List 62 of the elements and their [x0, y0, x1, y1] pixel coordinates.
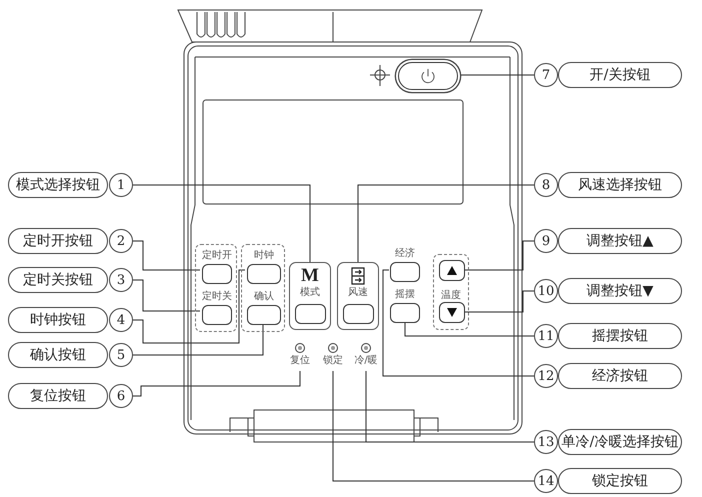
- callout-number: 6: [109, 384, 133, 408]
- key-label: 时钟: [254, 250, 274, 262]
- indicator-label: 冷/暖: [354, 355, 378, 367]
- leader-line: [132, 184, 310, 262]
- callout-number: 3: [109, 268, 133, 292]
- callout-label: 定时开按钮: [8, 228, 108, 254]
- callout-label: 开/关按钮: [558, 62, 682, 88]
- dashed-button-group: [433, 254, 469, 330]
- key-label: 定时开: [202, 250, 232, 262]
- callout-number: 8: [534, 173, 558, 197]
- callout-number: 4: [109, 308, 133, 332]
- callout-label: 摇摆按钮: [558, 323, 682, 349]
- mode-symbol: M: [301, 266, 319, 286]
- callout-label: 锁定按钮: [558, 468, 682, 494]
- leader-line: [382, 270, 534, 376]
- callout-number: 11: [534, 324, 558, 348]
- leader-line: [464, 290, 534, 312]
- leader-line: [464, 240, 534, 270]
- key-label: 摇摆: [395, 289, 415, 301]
- key-label: 风速: [348, 286, 368, 299]
- down-button: [439, 302, 465, 323]
- power-button: [398, 62, 458, 90]
- leader-line: [132, 240, 200, 270]
- dashed-button-group: [241, 244, 285, 332]
- callout-number: 1: [109, 173, 133, 197]
- callout-label: 风速选择按钮: [558, 172, 682, 198]
- callout-label: 复位按钮: [8, 383, 108, 409]
- key-label: 经济: [395, 248, 415, 260]
- callout-label: 经济按钮: [558, 363, 682, 389]
- leader-line: [132, 270, 246, 344]
- indicator-label: 锁定: [323, 355, 343, 367]
- callout-number: 7: [534, 63, 558, 87]
- callout-label: 时钟按钮: [8, 307, 108, 333]
- key-label: 定时关: [202, 291, 232, 303]
- leader-line: [404, 322, 534, 336]
- leader-line: [332, 370, 534, 482]
- leader-line: [132, 280, 200, 312]
- key-label: 温度: [440, 288, 462, 302]
- callout-number: 14: [534, 469, 558, 493]
- up-button: [439, 260, 465, 281]
- leader-line: [366, 370, 534, 442]
- callout-number: 13: [534, 430, 558, 454]
- key-label: 模式: [300, 286, 320, 299]
- callout-label: 调整按钮▲: [558, 228, 682, 254]
- callout-label: 调整按钮▼: [558, 278, 682, 304]
- callout-label: 单冷/冷暖选择按钮: [558, 429, 682, 455]
- key-label: 确认: [254, 291, 274, 303]
- callout-label: 定时关按钮: [8, 267, 108, 293]
- leader-line: [358, 184, 534, 262]
- button-panel: [289, 262, 331, 330]
- callout-number: 9: [534, 229, 558, 253]
- button-panel: [337, 262, 379, 330]
- callout-number: 10: [534, 279, 558, 303]
- callout-number: 2: [109, 229, 133, 253]
- leader-line: [132, 370, 300, 396]
- leader-line: [132, 324, 264, 356]
- callout-label: 模式选择按钮: [8, 172, 108, 198]
- callout-label: 确认按钮: [8, 342, 108, 368]
- callout-number: 12: [534, 364, 558, 388]
- indicator-label: 复位: [290, 355, 310, 367]
- dashed-button-group: [195, 244, 237, 332]
- callout-number: 5: [109, 343, 133, 367]
